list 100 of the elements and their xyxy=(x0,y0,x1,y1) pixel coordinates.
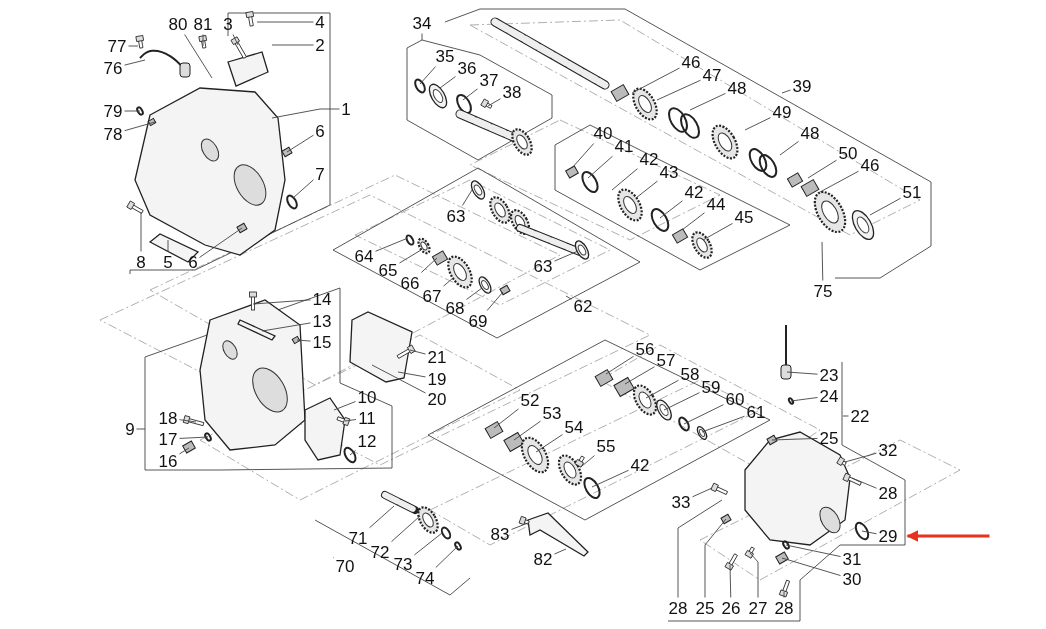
callout-number: 2 xyxy=(314,35,326,55)
leader-line xyxy=(128,45,139,47)
leader-line xyxy=(443,277,454,287)
leader-line xyxy=(167,239,169,252)
leader-line xyxy=(375,237,409,252)
leader-line xyxy=(124,59,146,66)
callout-number: 13 xyxy=(311,311,333,331)
leader-line xyxy=(869,197,901,216)
callout-number: 10 xyxy=(356,387,378,407)
leader-line xyxy=(683,404,724,425)
callout-number: 47 xyxy=(701,65,723,85)
callout-number: 24 xyxy=(818,386,840,406)
callout-number: 50 xyxy=(837,143,859,163)
leader-line xyxy=(252,299,311,305)
leader-line xyxy=(333,401,356,411)
leader-line xyxy=(807,159,837,179)
leader-line xyxy=(781,89,791,94)
callout-number: 45 xyxy=(733,207,755,227)
callout-number: 62 xyxy=(572,296,594,316)
callout-number: 57 xyxy=(655,350,677,370)
leader-line xyxy=(511,522,529,530)
leader-line xyxy=(261,322,311,332)
leader-line xyxy=(790,397,818,402)
callout-number: 17 xyxy=(157,429,179,449)
leader-line xyxy=(399,249,422,264)
callout-number: 55 xyxy=(595,436,617,456)
leader-line xyxy=(611,168,638,191)
callout-number: 30 xyxy=(841,569,863,589)
callout-number: 76 xyxy=(102,58,124,78)
callout-number: 43 xyxy=(658,162,680,182)
callout-number: 35 xyxy=(434,46,456,66)
leader-line xyxy=(702,223,733,241)
leader-line xyxy=(256,21,314,23)
callout-number: 78 xyxy=(102,124,124,144)
callout-number: 14 xyxy=(311,289,333,309)
leader-line xyxy=(179,419,197,423)
leader-line xyxy=(785,544,841,557)
callout-number: 26 xyxy=(720,598,742,618)
leader-line xyxy=(771,437,818,441)
leader-line xyxy=(199,227,243,258)
leader-line xyxy=(783,591,785,598)
callout-number: 37 xyxy=(478,70,500,90)
leader-line xyxy=(419,66,437,85)
callout-number: 28 xyxy=(667,598,689,618)
callout-number: 31 xyxy=(841,549,863,569)
leader-line xyxy=(513,420,541,441)
callout-number: 42 xyxy=(629,455,651,475)
callout-number: 52 xyxy=(519,390,541,410)
callout-number: 9 xyxy=(124,419,136,439)
callout-number: 28 xyxy=(877,483,899,503)
leader-line xyxy=(591,469,629,488)
callout-number: 4 xyxy=(314,12,326,32)
callout-number: 63 xyxy=(445,206,467,226)
leader-line xyxy=(663,392,700,411)
leader-line xyxy=(466,287,483,300)
leader-line xyxy=(656,79,701,101)
callout-number: 42 xyxy=(638,149,660,169)
callout-number: 12 xyxy=(356,431,378,451)
leader-line xyxy=(487,98,501,107)
callout-number: 41 xyxy=(613,136,635,156)
leader-line xyxy=(140,211,142,252)
leader-line xyxy=(179,447,190,455)
leader-line xyxy=(202,34,204,47)
leader-line xyxy=(571,143,595,169)
callout-number: 68 xyxy=(444,298,466,318)
leader-line xyxy=(486,291,504,311)
callout-number: 40 xyxy=(592,123,614,143)
leader-line xyxy=(124,110,141,112)
leader-line xyxy=(692,487,713,498)
callout-number: 1 xyxy=(340,99,352,119)
callout-number: 80 xyxy=(167,14,189,34)
leader-line xyxy=(271,108,340,119)
callout-number: 34 xyxy=(411,13,433,33)
callout-number: 29 xyxy=(877,526,899,546)
leader-line xyxy=(635,180,658,199)
leader-line xyxy=(409,349,426,355)
leader-line xyxy=(296,339,311,342)
callout-number: 56 xyxy=(634,339,656,359)
leader-line xyxy=(554,250,579,262)
callout-number: 73 xyxy=(392,554,414,574)
leader-line xyxy=(292,179,314,199)
leader-line xyxy=(554,548,567,555)
callout-number: 49 xyxy=(771,102,793,122)
callout-number: 8 xyxy=(135,252,147,272)
callout-number: 15 xyxy=(311,332,333,352)
callout-number: 48 xyxy=(799,123,821,143)
callout-number: 6 xyxy=(187,252,199,272)
leader-line xyxy=(821,241,824,281)
leader-line xyxy=(677,499,723,598)
callout-number: 42 xyxy=(683,182,705,202)
leader-line xyxy=(414,532,443,556)
leader-line xyxy=(493,408,519,429)
leader-line xyxy=(184,34,213,79)
callout-number: 11 xyxy=(357,408,377,428)
leader-line xyxy=(819,170,859,193)
leader-line xyxy=(851,477,877,489)
callout-number: 79 xyxy=(102,101,124,121)
leader-line xyxy=(435,545,459,568)
callout-number: 69 xyxy=(467,311,489,331)
leader-line xyxy=(369,505,395,529)
